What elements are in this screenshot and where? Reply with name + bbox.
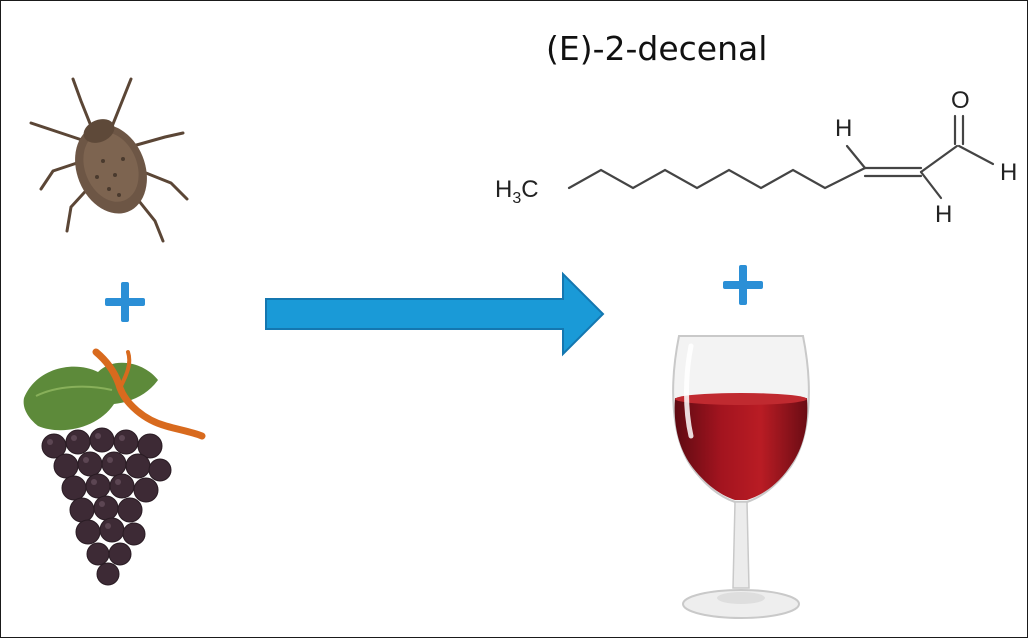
stink-bug-icon: [29, 77, 189, 243]
methyl-c: C: [521, 176, 539, 203]
oxygen-label: O: [951, 87, 970, 114]
plus-icon: [723, 265, 763, 305]
hydrogen-aldehyde-label: H: [1000, 159, 1018, 186]
hydrogen-top-label: H: [835, 115, 853, 142]
grape-bunch-icon: [23, 348, 206, 586]
methyl-group-label: H3C: [495, 176, 539, 208]
methyl-subscript: 3: [512, 189, 522, 207]
compound-title: (E)-2-decenal: [546, 29, 768, 68]
wine-glass-icon: [672, 335, 810, 619]
methyl-h: H: [495, 176, 513, 203]
plus-icon: [105, 282, 145, 322]
arrow-icon: [265, 271, 605, 357]
hydrogen-bottom-label: H: [935, 201, 953, 228]
decenal-structure: [567, 114, 995, 200]
